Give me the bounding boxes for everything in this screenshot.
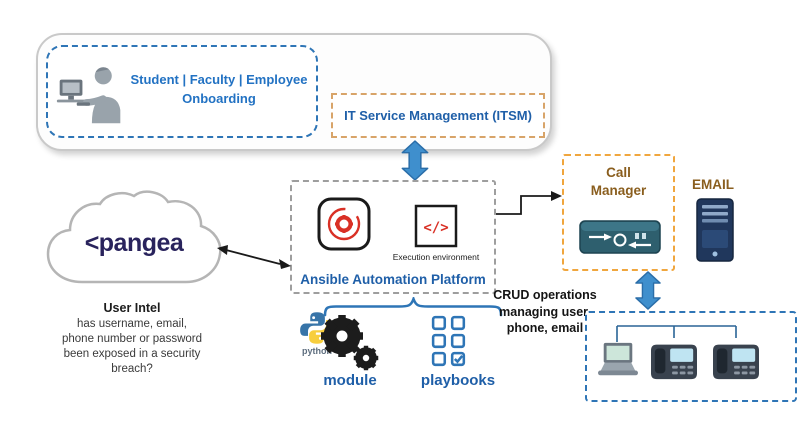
pangea-logo: <pangea (84, 229, 184, 257)
execution-environment-icon: </> (414, 204, 458, 248)
onboarding-bubble: Student | Faculty | Employee Onboarding (46, 45, 318, 138)
user-intel-title: User Intel (103, 301, 161, 315)
onboarding-line: Onboarding (182, 90, 256, 106)
ansible-icon (317, 197, 371, 251)
onboarding-label: Student | Faculty | Employee Onboarding (124, 71, 314, 109)
call-manager-box: Call Manager (562, 154, 675, 271)
onboarding-line: Student | Faculty | Employee (130, 72, 308, 87)
playbooks-icon (431, 315, 466, 367)
intel-line: phone number or password (62, 333, 202, 346)
person-at-computer-icon (56, 67, 121, 124)
crud-line: managing user, (499, 304, 591, 319)
itsm-label: IT Service Management (ITSM) (344, 108, 532, 123)
ansible-platform-label: Ansible Automation Platform (300, 272, 486, 287)
python-wordmark: python (302, 346, 332, 356)
module-label: module (323, 372, 377, 389)
ansible-callmanager-arrow (496, 191, 562, 215)
execution-environment-label: Execution environment (392, 252, 480, 262)
itsm-box: IT Service Management (ITSM) (331, 93, 545, 138)
ip-phone-icon (713, 344, 759, 380)
intel-line: breach? (111, 363, 153, 376)
gear-icon (321, 315, 363, 357)
itsm-ansible-arrow (401, 140, 429, 181)
devices-box (585, 311, 797, 402)
call-manager-label: Call Manager (590, 165, 647, 198)
code-brackets-glyph: </> (423, 220, 448, 236)
crud-line: phone, email (506, 321, 584, 335)
intel-line: been exposed in a security (63, 348, 201, 361)
small-gear-icon (353, 345, 379, 371)
intel-line: has username, email, (77, 318, 187, 331)
ansible-platform-box: </> Execution environment Ansible Automa… (290, 180, 496, 294)
pangea-ansible-arrow (217, 245, 291, 269)
email-server-icon (696, 198, 734, 262)
brace-connector (323, 297, 503, 317)
crud-line: CRUD operations (493, 288, 597, 302)
laptop-icon (598, 342, 638, 376)
call-manager-switch-icon (579, 220, 661, 254)
callmanager-devices-arrow (635, 271, 661, 310)
playbooks-label: playbooks (420, 372, 496, 389)
email-label: EMAIL (692, 177, 734, 192)
ip-phone-icon (651, 344, 697, 380)
user-intel-block: User Intel has username, email, phone nu… (28, 300, 236, 377)
network-lines (616, 325, 737, 342)
crud-operations-text: CRUD operations managing user, phone, em… (487, 287, 603, 337)
